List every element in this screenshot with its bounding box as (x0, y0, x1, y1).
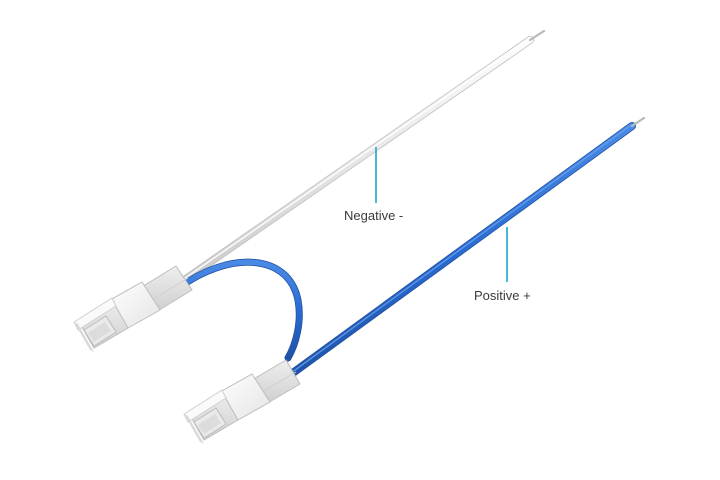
connector-icon (73, 265, 193, 352)
positive-wire-loop (176, 258, 303, 362)
connector-icon (183, 359, 301, 444)
positive-wire (286, 116, 646, 379)
negative-wire (176, 29, 546, 287)
positive-label: Positive + (474, 288, 531, 303)
negative-label: Negative - (344, 208, 404, 223)
